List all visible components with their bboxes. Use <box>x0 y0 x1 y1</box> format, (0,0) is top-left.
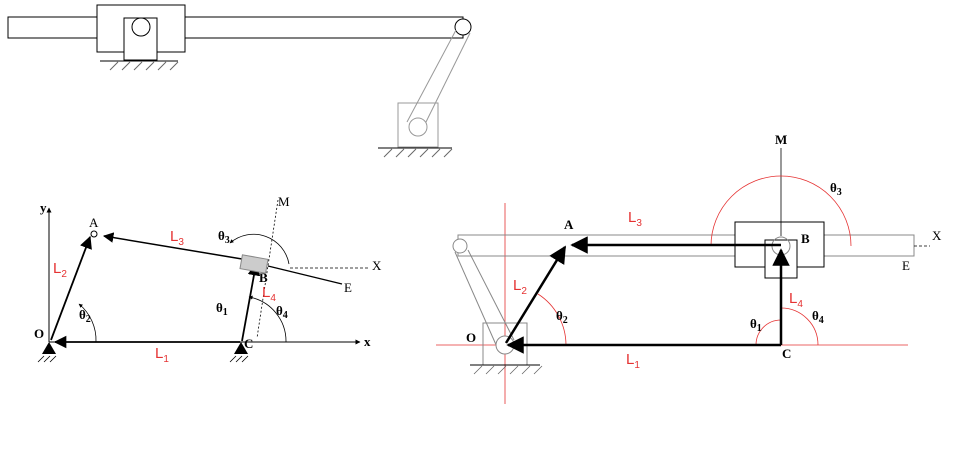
left-link-l2 <box>50 235 92 341</box>
right-label-m: M <box>775 132 787 147</box>
right-link-l2 <box>504 245 567 344</box>
left-label-e: E <box>344 280 352 295</box>
left-m-line <box>256 199 279 339</box>
right-arc-theta2 <box>537 293 567 346</box>
right-arc-theta1 <box>755 319 782 346</box>
right-label-l2: L2 <box>513 277 527 297</box>
right-label-xline: X <box>932 228 942 243</box>
right-label-b: B <box>801 231 810 246</box>
left-label-xline: X <box>372 258 382 273</box>
top-slider-pin <box>131 17 151 37</box>
right-label-o: O <box>466 330 476 345</box>
left-link-l3 <box>102 232 249 261</box>
right-label-theta1: θ1 <box>750 316 762 334</box>
left-label-b: B <box>259 270 268 285</box>
left-label-theta4: θ4 <box>276 303 288 321</box>
right-ghost-mechanism <box>452 234 915 366</box>
left-label-m: M <box>278 194 290 209</box>
left-label-a: A <box>89 215 99 230</box>
left-ground-o <box>42 342 56 354</box>
left-label-o: O <box>34 326 44 341</box>
top-crank-hatch <box>383 148 453 158</box>
right-label-e: E <box>902 258 910 273</box>
right-arc-theta4 <box>780 307 819 346</box>
right-label-a: A <box>564 217 574 232</box>
top-end-pin <box>454 18 472 36</box>
top-crank-pin <box>408 117 428 137</box>
left-link-l4 <box>241 262 261 342</box>
top-mechanism <box>7 4 472 158</box>
top-crank-bracket <box>397 102 439 148</box>
right-label-theta3: θ3 <box>830 180 842 198</box>
left-label-y: y <box>40 200 47 215</box>
right-label-l1: L1 <box>626 351 640 371</box>
left-label-theta2: θ2 <box>79 307 91 325</box>
left-label-l2: L2 <box>53 260 67 280</box>
right-diagram: O A B C M E X L1 L2 L3 L4 θ1 θ2 θ3 θ4 <box>436 132 942 404</box>
left-slider <box>239 254 269 274</box>
left-label-l4: L4 <box>262 284 276 304</box>
right-label-theta2: θ2 <box>556 308 568 326</box>
right-label-c: C <box>782 346 791 361</box>
left-ground-c <box>234 342 248 354</box>
right-label-l3: L3 <box>628 209 642 229</box>
left-arc-theta2 <box>78 303 97 343</box>
left-label-l1: L1 <box>155 345 169 365</box>
top-crank-link <box>406 29 471 125</box>
top-slider-hatch <box>109 61 179 71</box>
left-label-theta3: θ3 <box>218 228 230 246</box>
right-label-theta4: θ4 <box>812 308 824 326</box>
left-arc-theta4 <box>248 295 287 343</box>
left-ground-hatch <box>37 355 249 363</box>
right-ground-hatch-o <box>473 365 543 375</box>
left-label-theta1: θ1 <box>216 300 228 318</box>
left-arc-theta3 <box>229 233 290 265</box>
left-joint-a <box>90 230 98 238</box>
left-label-x: x <box>364 334 371 349</box>
top-sliding-bar <box>7 16 464 39</box>
left-diagram: y x O A B C M E X L1 L2 L3 L4 θ1 θ2 θ3 θ… <box>34 194 382 365</box>
left-label-c: C <box>244 336 253 351</box>
left-link-extension <box>267 265 343 285</box>
left-label-l3: L3 <box>170 228 184 248</box>
right-label-l4: L4 <box>789 290 803 310</box>
right-arc-theta3 <box>710 175 852 247</box>
